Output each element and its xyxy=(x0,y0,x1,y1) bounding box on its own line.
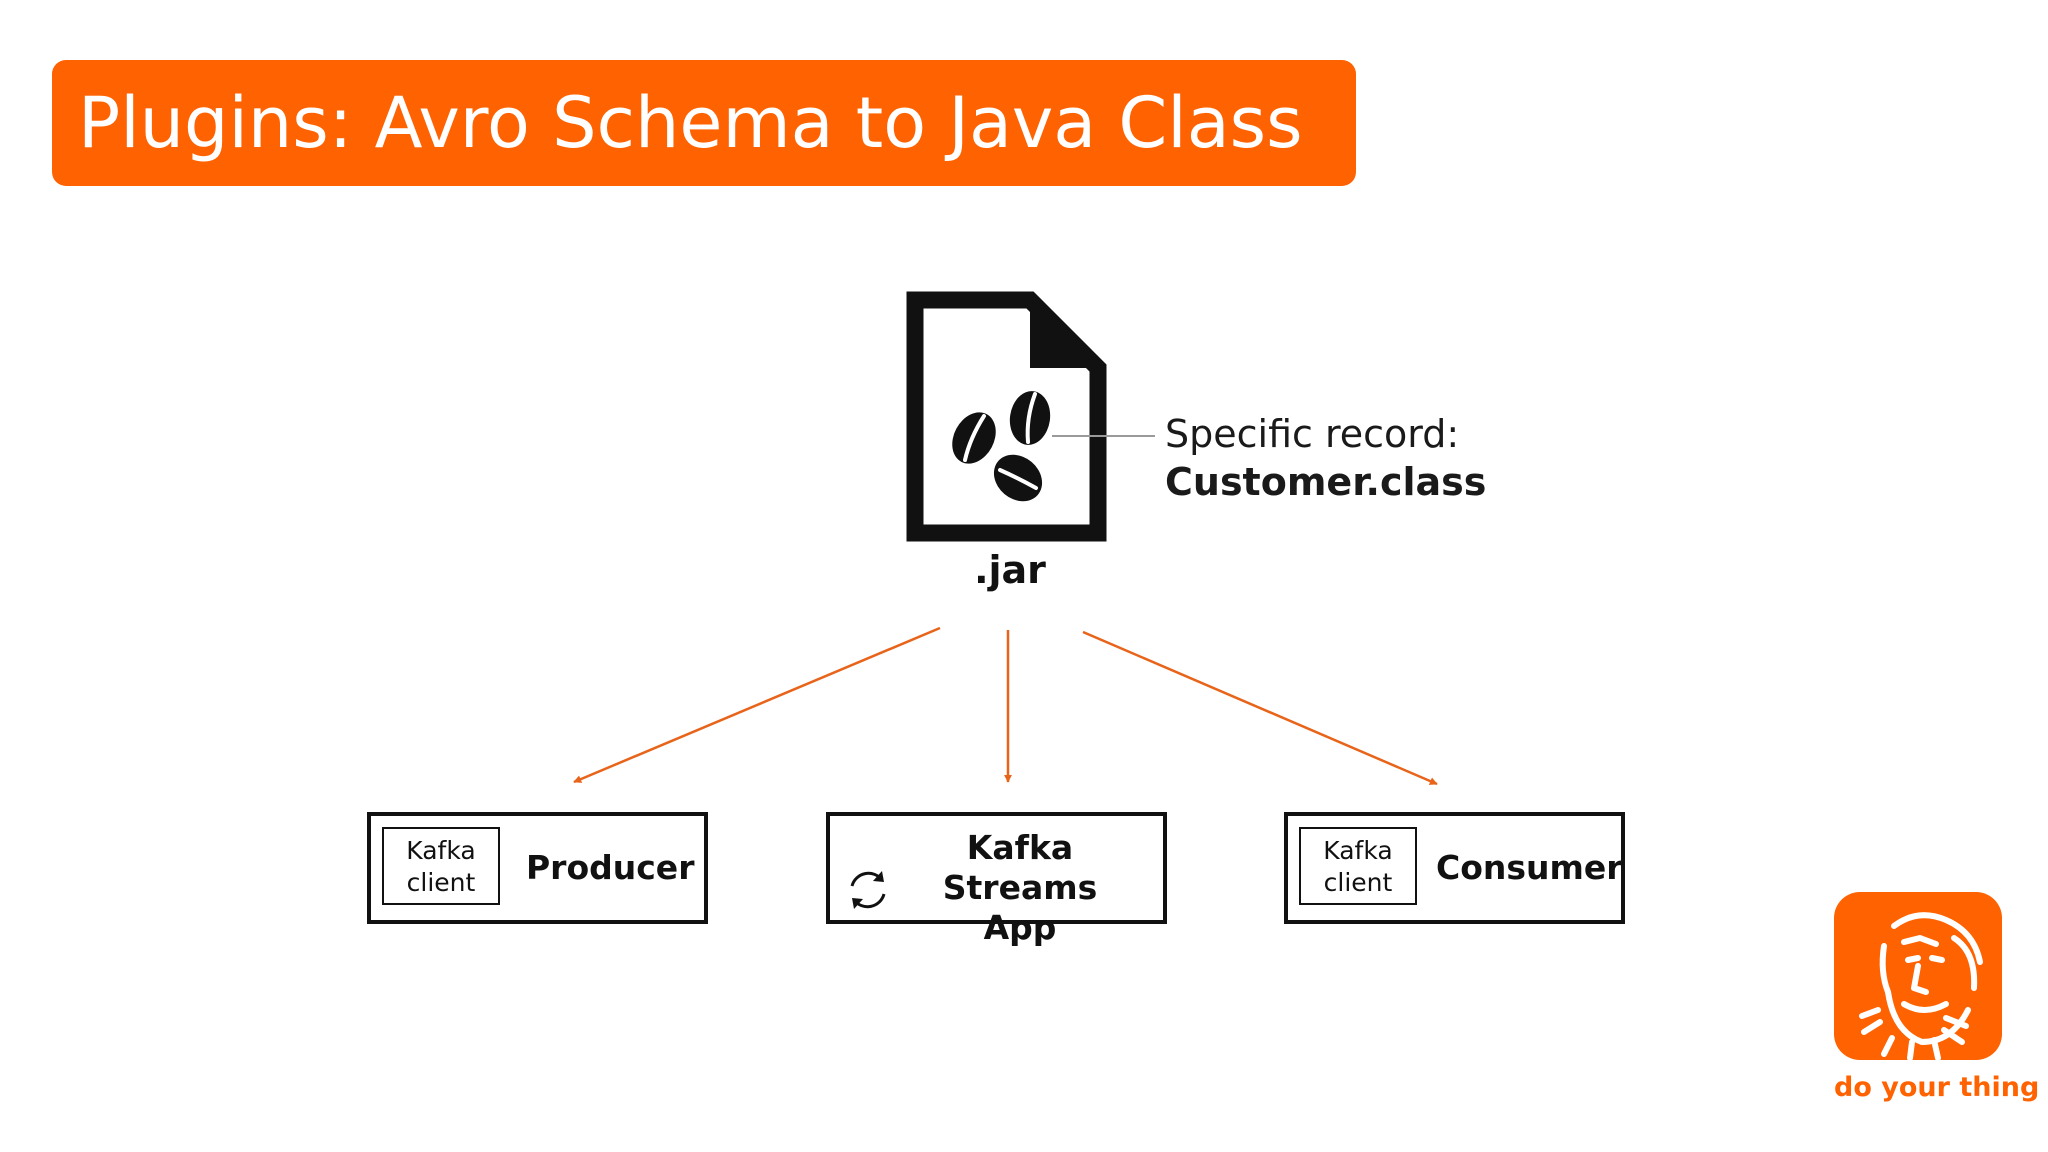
chip-line: Kafka xyxy=(1323,836,1393,865)
lion-logo-icon xyxy=(1834,892,2002,1060)
arrow-to-consumer xyxy=(1082,630,1438,786)
refresh-icon xyxy=(850,871,886,909)
title-banner: Plugins: Avro Schema to Java Class xyxy=(52,60,1356,186)
chip-line: client xyxy=(1323,868,1393,897)
chip-line: Kafka xyxy=(406,836,476,865)
arrow-to-producer xyxy=(573,626,941,784)
record-caption: Specific record: xyxy=(1165,412,1460,456)
kafka-client-chip: Kafka client xyxy=(1299,827,1417,905)
kafka-client-chip: Kafka client xyxy=(382,827,500,905)
jar-label: .jar xyxy=(974,548,1046,592)
streams-app-box: Kafka Streams App xyxy=(826,812,1167,947)
streams-title-line: App xyxy=(983,908,1057,947)
streams-title-line: Kafka Streams xyxy=(942,828,1098,907)
producer-box: Kafka client Producer xyxy=(367,812,708,924)
chip-line: client xyxy=(406,868,476,897)
brand-tagline: do your thing xyxy=(1834,1072,2040,1103)
page-title: Plugins: Avro Schema to Java Class xyxy=(78,82,1303,164)
coffee-beans-file-icon xyxy=(906,291,1107,542)
streams-app-title: Kafka Streams App xyxy=(890,828,1150,948)
specific-record-label: Specific record: Customer.class xyxy=(1165,410,1486,506)
record-class-name: Customer.class xyxy=(1165,460,1487,504)
producer-title: Producer xyxy=(526,848,695,887)
consumer-title: Consumer xyxy=(1436,848,1623,887)
consumer-box: Kafka client Consumer xyxy=(1284,812,1625,924)
